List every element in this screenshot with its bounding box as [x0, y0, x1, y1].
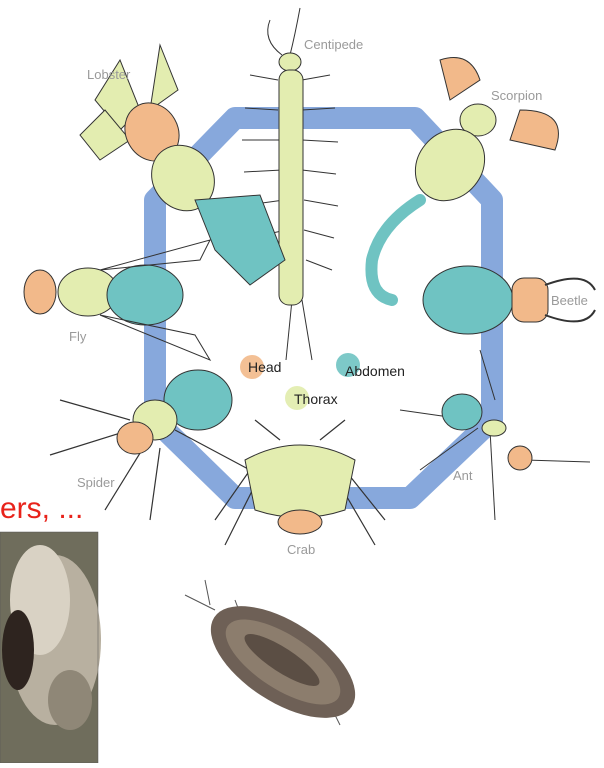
barnacle-photo [0, 532, 101, 763]
thorax-legend-label: Thorax [294, 391, 338, 407]
centipede-figure [242, 8, 338, 360]
woodlouse-photo [185, 580, 374, 740]
beetle-label: Beetle [551, 293, 588, 308]
fly-label: Fly [69, 329, 87, 344]
centipede-label: Centipede [304, 37, 363, 52]
lobster-label: Lobster [87, 67, 131, 82]
abdomen-legend-label: Abdomen [345, 363, 405, 379]
fly-figure [24, 240, 210, 360]
spider-label: Spider [77, 475, 115, 490]
scorpion-label: Scorpion [491, 88, 542, 103]
crab-figure [215, 420, 385, 545]
head-legend-label: Head [248, 359, 281, 375]
ant-label: Ant [453, 468, 473, 483]
partial-caption: ers, ... [0, 494, 83, 524]
crab-label: Crab [287, 542, 315, 557]
